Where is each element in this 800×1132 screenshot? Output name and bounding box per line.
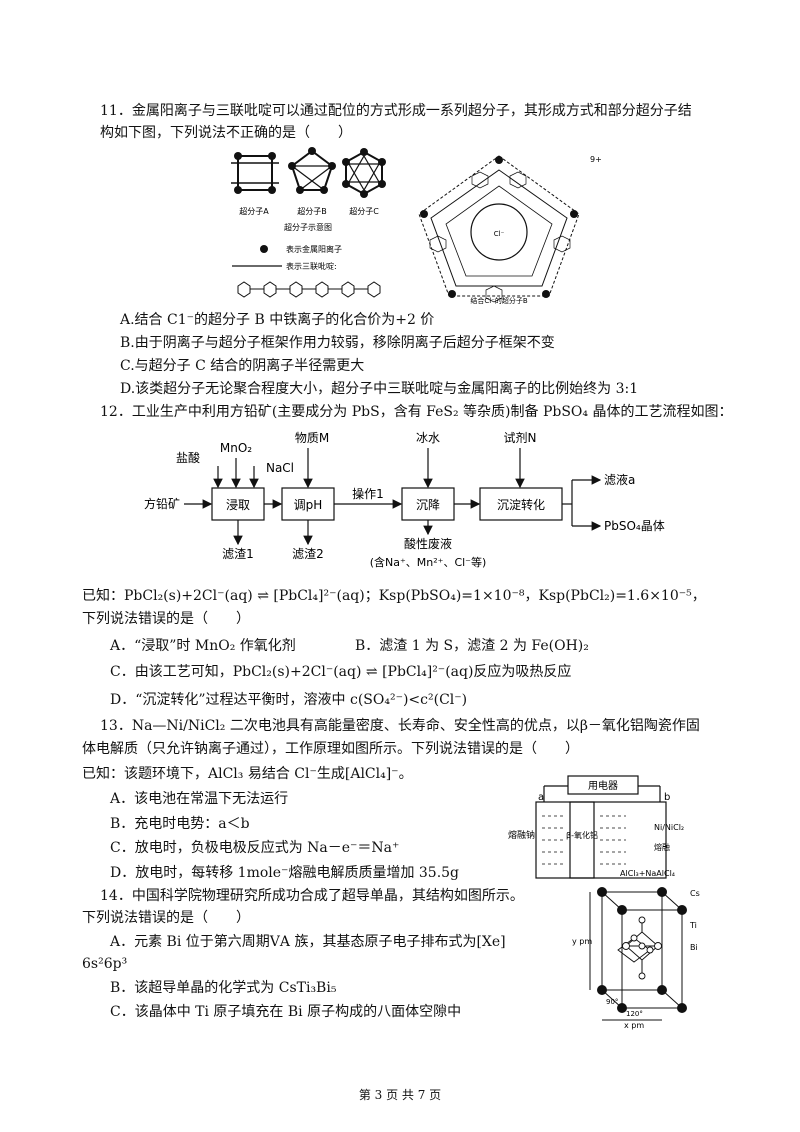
flow-acid-waste-note: (含Na⁺、Mn²⁺、Cl⁻等) [370,555,487,569]
flow-residue-1: 滤渣1 [222,547,254,561]
flow-filtrate-a: 滤液a [604,472,635,487]
legend-bi: Bi [690,943,698,952]
terminal-b-label: b [664,792,670,803]
q11-option-c: C.与超分子 C 结合的阴离子半径需更大 [120,358,365,374]
q14-option-b: B．该超导单晶的化学式为 CsTi₃Bi₅ [110,980,337,996]
flow-product: PbSO₄晶体 [604,519,665,533]
supramolecule-c-diagram [342,148,386,198]
q12-option-c: C．由该工艺可知，PbCl₂(s)+2Cl⁻(aq) ⇌ [PbCl₄]²⁻(a… [110,664,572,680]
angle-90-label: 90° [606,998,618,1006]
cell-container [535,801,667,879]
legend-metal-label: 表示金属阳离子 [286,244,342,254]
q12-stem: 12．工业生产中利用方铅矿(主要成分为 PbS，含有 FeS₂ 等杂质)制备 P… [100,404,733,420]
legend-cs: Cs [690,889,700,898]
flow-box-leach-label: 浸取 [226,498,250,512]
flow-box-ph-label: 调pH [294,498,323,512]
q11-option-d: D.该类超分子无论聚合程度大小，超分子中三联吡啶与金属阳离子的比例始终为 3:1 [120,381,639,397]
q12-question: 下列说法错误的是（ ） [82,611,250,627]
q11-stem-line2: 构如下图，下列说法不正确的是（ ） [100,125,352,141]
axis-y-label: y pm [572,937,592,946]
q13-stem-line2: 体电解质（只允许钠离子通过），工作原理如图所示。下列说法错误的是（ ） [82,741,579,757]
legend-metal-dot [260,245,268,253]
angle-120-label: 120° [626,1010,643,1018]
label-supramolecule-c: 超分子C [349,206,379,216]
q14-crystal-figure: Cs Ti Bi y pm x pm 90° 120° [572,887,700,1030]
beta-alumina-label: β-氧化铝 [566,830,598,840]
q12-known: 已知：PbCl₂(s)+2Cl⁻(aq) ⇌ [PbCl₄]²⁻(aq)；Ksp… [82,588,706,604]
flow-reagent-mno2: MnO₂ [220,441,252,455]
flow-residue-2: 滤渣2 [292,547,324,561]
ni-nicl2-label: Ni/NiCl₂ [654,823,684,832]
alcl3-naalcl4-label: AlCl₃+NaAlCl₄ [620,869,675,878]
q12-flowchart: 方铅矿 盐酸 MnO₂ NaCl 物质M 冰水 试剂N 浸取 调pH 沉降 沉淀… [144,430,665,569]
flow-reagent-nacl: NaCl [266,461,294,475]
q14-option-a-line2: 6s²6p³ [82,956,128,972]
flow-input-ore: 方铅矿 [144,496,180,511]
q14-option-c: C．该晶体中 Ti 原子填充在 Bi 原子构成的八面体空隙中 [110,1004,462,1020]
molten-label: 熔融 [654,842,670,852]
flow-reagent-n: 试剂N [504,430,537,445]
q13-option-c: C．放电时，负极电极反应式为 Na－e⁻＝Na⁺ [110,840,400,856]
axis-x-label: x pm [624,1021,644,1030]
charge-label: 9+ [590,155,602,164]
q14-option-a-line1: A．元素 Bi 位于第六周期ⅤA 族，其基态原子电子排布式为[Xe] [110,934,506,950]
q12-option-d: D．“沉淀转化”过程达平衡时，溶液中 c(SO₄²⁻)<c²(Cl⁻) [110,692,468,708]
flow-reagent-m: 物质M [295,431,329,445]
supramolecule-a-diagram [231,152,279,194]
terpyridine-structure [237,281,381,298]
flow-reagent-hcl: 盐酸 [176,450,200,465]
q13-battery-figure: 用电器 a b 熔融钠 β-氧化铝 Ni/NiCl₂ 熔融 AlCl₃+NaAl… [508,775,684,879]
q11-stem-line1: 11．金属阳离子与三联吡啶可以通过配位的方式形成一系列超分子，其形成方式和部分超… [100,103,692,119]
q13-option-a: A．该电池在常温下无法运行 [110,791,289,807]
molten-sodium-label: 熔融钠 [508,829,535,841]
supramolecule-b-diagram [288,147,336,194]
center-chloride-label: Cl⁻ [494,230,505,238]
q12-option-b: B．滤渣 1 为 S，滤渣 2 为 Fe(OH)₂ [355,638,589,654]
flow-box-convert-label: 沉淀转化 [497,497,545,512]
label-supramolecule-b: 超分子B [297,206,327,216]
flow-reagent-ice-water: 冰水 [416,431,440,445]
q11-figure: 超分子A 超分子B 超分子C 超分子示意图 表示金属阳离子 表示三联吡啶: [231,147,602,305]
terminal-a-label: a [538,792,544,803]
q14-stem: 14．中国科学院物理研究所成功合成了超导单晶，其结构如图所示。 [100,888,524,904]
q14-question: 下列说法错误的是（ ） [82,910,250,926]
q13-option-d: D．放电时，每转移 1mole⁻熔融电解质质量增加 35.5g [110,865,460,881]
q13-option-b: B．充电时电势：a＜b [110,816,250,832]
device-label: 用电器 [588,779,618,792]
flow-operation-1: 操作1 [352,486,384,501]
label-supramolecule-a: 超分子A [239,206,269,216]
q13-known: 已知：该题环境下，AlCl₃ 易结合 Cl⁻生成[AlCl₄]⁻。 [82,766,413,782]
q13-stem-line1: 13．Na—Ni/NiCl₂ 二次电池具有高能量密度、长寿命、安全性高的优点，以… [100,718,700,734]
figure-caption-schematic: 超分子示意图 [284,222,332,232]
supramolecule-b-with-chloride [418,155,580,303]
q11-option-b: B.由于阴离子与超分子框架作用力较弱，移除阴离子后超分子框架不变 [120,335,555,351]
device-box [567,775,639,795]
supramolecule-b-chloride-caption: 结合Cl⁻的超分子B [470,296,528,305]
legend-ti: Ti [689,921,697,930]
q12-option-a: A．“浸取”时 MnO₂ 作氧化剂 [110,638,296,654]
q11-option-a: A.结合 C1⁻的超分子 B 中铁离子的化合价为+2 价 [120,312,435,328]
flow-box-precip-label: 沉降 [416,498,440,512]
page-footer: 第 3 页 共 7 页 [358,1088,442,1102]
flow-acid-waste: 酸性废液 [404,536,452,551]
legend-ligand-label: 表示三联吡啶: [286,261,337,271]
